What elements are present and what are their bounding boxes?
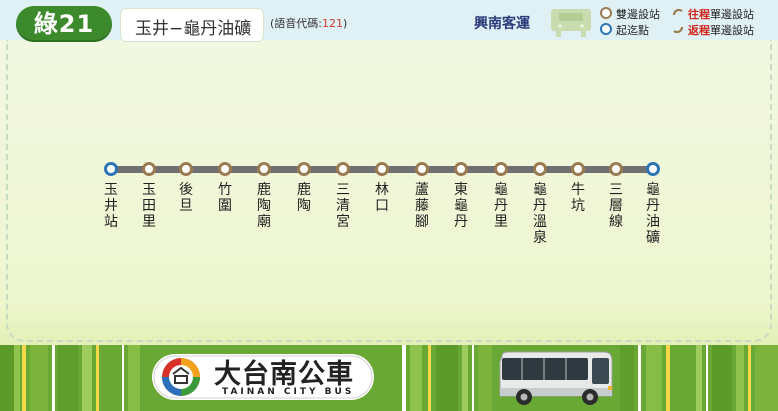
footer-stripe [755,345,778,411]
footer-stripe [706,345,708,411]
footer-stripe [436,345,458,411]
stop-marker[interactable] [375,162,389,176]
footer-stripe [472,345,474,411]
footer-stripe [410,345,422,411]
footer-stripe [666,345,670,411]
return-suffix: 單邊設站 [710,24,754,37]
stop-name[interactable]: 鹿陶 [297,182,311,214]
legend-return: 返程單邊設站 [688,22,754,38]
stop-marker[interactable] [494,162,508,176]
bus-stop-sign-icon [551,9,591,37]
footer-stripe [748,345,751,411]
return-stop-icon [673,26,684,34]
stop-marker[interactable] [179,162,193,176]
bus-icon [499,351,613,405]
stop-name[interactable]: 玉井站 [104,182,118,230]
stop-name[interactable]: 鹿陶廟 [257,182,271,230]
stop-name[interactable]: 林口 [375,182,389,214]
footer-stripe [402,345,406,411]
footer-stripe [646,345,662,411]
return-prefix: 返程 [688,24,710,37]
stop-name[interactable]: 三清宮 [336,182,350,230]
voice-code-close: ) [343,17,348,30]
stop-marker[interactable] [218,162,232,176]
stop-name[interactable]: 玉田里 [142,182,156,230]
voice-code-label: (語音代碼: [270,17,322,30]
route-name: 玉井−龜丹油礦 [135,19,252,39]
stop-name[interactable]: 龜丹溫泉 [533,182,547,246]
footer-stripe [428,345,431,411]
tainan-city-bus-logo [152,354,374,400]
outbound-stop-icon [672,8,683,16]
stop-name[interactable]: 竹圍 [218,182,232,214]
legend-outbound: 往程單邊設站 [688,6,754,22]
double-stop-icon [600,7,612,19]
brand-name: 大台南公車 [214,359,354,390]
terminal-icon [600,23,612,35]
stop-name[interactable]: 東龜丹 [454,182,468,230]
footer-stripe [736,345,744,411]
footer-stripe [620,345,634,411]
footer-stripe [104,345,118,411]
terminal-stop-marker[interactable] [104,162,118,176]
footer-stripe [82,345,92,411]
map-panel [6,40,772,342]
stop-marker[interactable] [571,162,585,176]
footer-stripe [0,345,14,411]
stop-marker[interactable] [297,162,311,176]
footer-stripe [712,345,732,411]
stop-name[interactable]: 龜丹里 [494,182,508,230]
footer-stripe [462,345,468,411]
brand-subtitle: TAINAN CITY BUS [222,387,355,397]
stop-marker[interactable] [454,162,468,176]
stop-marker[interactable] [609,162,623,176]
stop-name[interactable]: 蘆藤腳 [415,182,429,230]
footer [0,345,778,411]
stop-marker[interactable] [533,162,547,176]
legend-terminal: 起迄點 [616,24,649,37]
stop-marker[interactable] [142,162,156,176]
footer-stripe [128,345,140,411]
footer-stripe [696,345,702,411]
footer-stripe [14,345,20,411]
terminal-stop-marker[interactable] [646,162,660,176]
footer-stripe [638,345,641,411]
legend-double-stop: 雙邊設站 [616,8,660,21]
stop-marker[interactable] [257,162,271,176]
footer-stripe [674,345,692,411]
stop-name[interactable]: 牛坑 [571,182,585,214]
footer-stripe [58,345,78,411]
route-name-box: 玉井−龜丹油礦 [120,8,264,42]
footer-stripe [22,345,26,411]
header: 綠21 玉井−龜丹油礦 (語音代碼:121) 興南客運 雙邊設站 起迄點 往程單… [0,0,778,44]
stop-name[interactable]: 龜丹油礦 [646,182,660,246]
operator-name: 興南客運 [474,16,530,32]
stop-name[interactable]: 三層線 [609,182,623,230]
footer-stripe [380,345,398,411]
voice-code: (語音代碼:121) [270,15,347,31]
footer-stripe [52,345,55,411]
stop-marker[interactable] [336,162,350,176]
footer-stripe [30,345,48,411]
route-number-badge: 綠21 [16,6,112,42]
outbound-prefix: 往程 [688,8,710,21]
footer-stripe [478,345,492,411]
footer-stripe [122,345,124,411]
stop-name[interactable]: 後旦 [179,182,193,214]
outbound-suffix: 單邊設站 [710,8,754,21]
stop-marker[interactable] [415,162,429,176]
voice-code-value: 121 [322,17,343,30]
footer-stripe [96,345,99,411]
